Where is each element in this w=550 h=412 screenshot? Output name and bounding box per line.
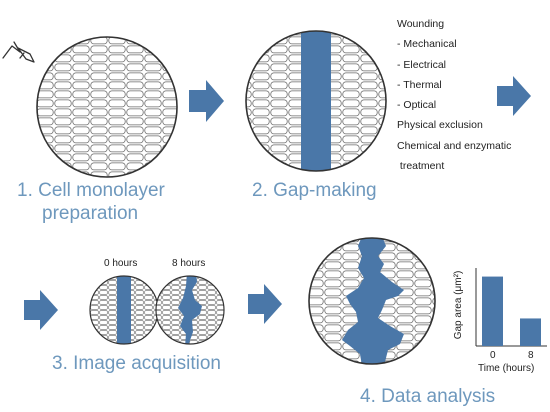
chart-bar-0 (482, 276, 503, 346)
step4-title: 4. Data analysis (360, 386, 496, 407)
arrow-right-icon (497, 76, 531, 116)
method-item: Chemical and enzymatic (397, 139, 512, 152)
time-label-zero: 0 hours (104, 258, 138, 269)
step2-title: 2. Gap-making (252, 180, 377, 201)
gap-circle (245, 30, 387, 172)
gap-methods-list: Wounding - Mechanical - Electrical - The… (397, 14, 511, 176)
step1-title-line1: 1. Cell monolayer (17, 180, 165, 201)
arrow-right-icon (248, 284, 282, 324)
eight-hours-circle (155, 275, 225, 345)
chart-tick-label: 8 (528, 350, 534, 361)
method-item: treatment (397, 160, 445, 173)
chart-y-axis-label: Gap area (μm²) (453, 270, 464, 340)
method-item: Physical exclusion (397, 119, 483, 132)
method-item: - Electrical (397, 58, 447, 71)
monolayer-circle (36, 36, 178, 178)
method-item: - Mechanical (397, 38, 457, 51)
chart-bar-8 (520, 318, 541, 346)
gap-area-chart (475, 268, 547, 347)
step1-title-line2: preparation (42, 203, 139, 224)
method-item: Wounding (397, 18, 445, 30)
method-item: - Thermal (397, 78, 442, 91)
chart-x-axis-label: Time (hours) (478, 363, 535, 374)
arrow-right-icon (189, 80, 224, 122)
time-label-eight: 8 hours (172, 258, 206, 269)
analysis-circle (308, 237, 436, 365)
arrow-right-icon (24, 290, 58, 330)
step3-title: 3. Image acquisition (52, 353, 221, 374)
chart-tick-label: 0 (490, 350, 496, 361)
method-item: - Optical (397, 99, 437, 112)
zero-hours-circle (89, 275, 159, 345)
pipette-icon (2, 41, 35, 63)
